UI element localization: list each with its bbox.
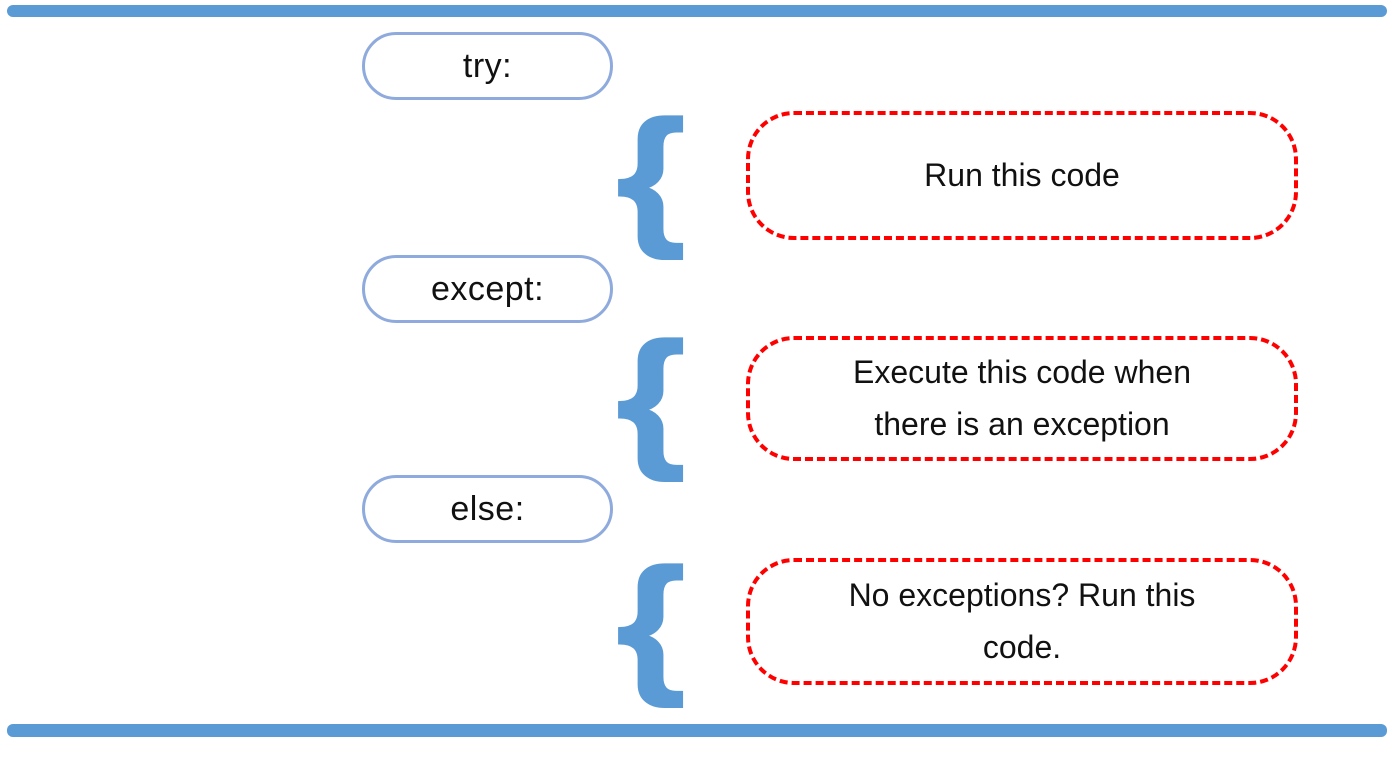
annotation-text-try: Run this code — [924, 156, 1120, 193]
annotation-box-try: Run this code — [746, 111, 1298, 240]
annotation-box-else: No exceptions? Run this code. — [746, 558, 1298, 685]
curly-brace-icon: { — [615, 310, 686, 483]
keyword-box-except: except: — [362, 255, 613, 323]
keyword-label-try: try: — [462, 46, 513, 85]
keyword-label-else: else: — [450, 489, 525, 528]
curly-brace-icon: { — [615, 88, 686, 261]
curly-brace-icon: { — [615, 536, 686, 709]
annotation-text-else: No exceptions? Run this code. — [848, 577, 1196, 665]
keyword-box-else: else: — [362, 475, 613, 543]
annotation-box-except: Execute this code when there is an excep… — [746, 336, 1298, 461]
bottom-divider-line — [7, 724, 1387, 737]
keyword-box-try: try: — [362, 32, 613, 100]
top-divider-line — [7, 5, 1387, 17]
annotation-text-except: Execute this code when there is an excep… — [853, 354, 1191, 442]
keyword-label-except: except: — [430, 269, 545, 308]
